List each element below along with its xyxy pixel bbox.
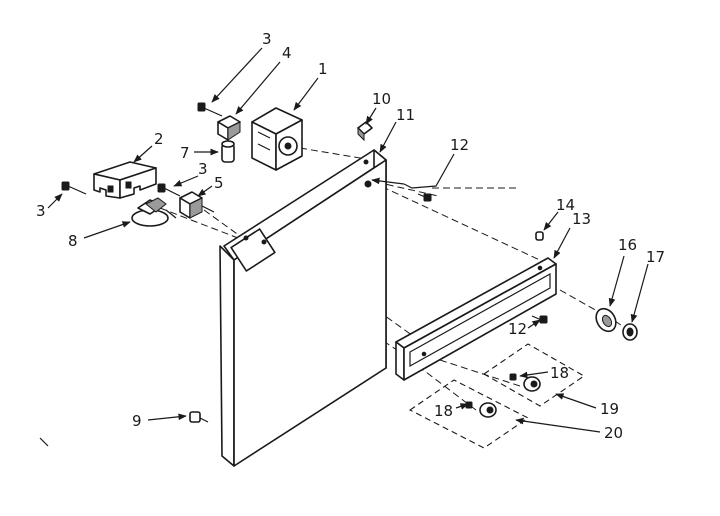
screw-9 xyxy=(189,411,209,423)
callout-14: 14 xyxy=(556,196,575,214)
indicator-switch xyxy=(131,197,177,227)
callout-8: 8 xyxy=(68,232,78,250)
callout-10: 10 xyxy=(372,90,391,108)
callout-3-middle: 3 xyxy=(198,160,208,178)
control-knob xyxy=(622,323,638,341)
knob-skirt xyxy=(595,307,617,333)
screw-12-upper xyxy=(364,180,432,202)
callout-2: 2 xyxy=(154,130,164,148)
knob-assembly-19 xyxy=(482,343,586,407)
callout-12-upper: 12 xyxy=(450,136,469,154)
callout-18-upper: 18 xyxy=(550,364,569,382)
left-screw xyxy=(61,181,87,195)
callout-3-top: 3 xyxy=(262,30,272,48)
callout-19: 19 xyxy=(600,400,619,418)
callout-7: 7 xyxy=(180,144,190,162)
leader-lines xyxy=(47,47,649,433)
trim-rail xyxy=(395,257,557,381)
timer-switch xyxy=(251,107,303,171)
callout-13: 13 xyxy=(572,210,591,228)
knob-assembly-20 xyxy=(408,379,530,449)
terminal-cover xyxy=(93,161,157,199)
callout-18-lower: 18 xyxy=(434,402,453,420)
spacer xyxy=(221,140,235,163)
callout-4: 4 xyxy=(282,44,292,62)
clip-10 xyxy=(357,121,373,142)
callout-9: 9 xyxy=(132,412,142,430)
callout-3-left: 3 xyxy=(36,202,46,220)
callout-16: 16 xyxy=(618,236,637,254)
callout-1: 1 xyxy=(318,60,328,78)
rocker-switch xyxy=(179,191,215,219)
top-screw xyxy=(197,102,223,117)
callout-17: 17 xyxy=(646,248,665,266)
screw-12-lower xyxy=(531,315,548,324)
clip-bracket xyxy=(217,115,241,141)
clip-14 xyxy=(535,231,544,241)
callout-11: 11 xyxy=(396,106,415,124)
control-panel xyxy=(219,149,387,467)
callout-12-lower: 12 xyxy=(508,320,527,338)
callout-labels: 3 4 1 2 7 3 5 3 8 9 10 11 12 14 13 12 16… xyxy=(36,30,665,442)
middle-screw xyxy=(157,183,181,197)
callout-5: 5 xyxy=(214,174,224,192)
callout-20: 20 xyxy=(604,424,623,442)
